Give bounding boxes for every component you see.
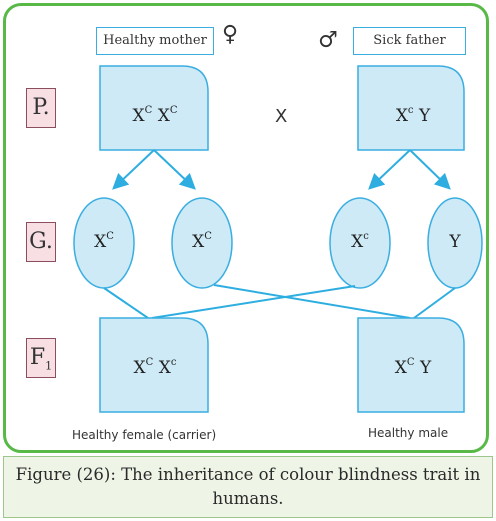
generation-f1-label: F1 [26, 338, 56, 378]
gamete-3-genotype: Xc [351, 231, 369, 252]
arrow-father-to-gamete-3 [368, 149, 411, 190]
male-symbol-icon: ♂ [318, 28, 338, 53]
male-offspring-box [357, 317, 465, 413]
cross-sign: X [275, 106, 288, 127]
line-gamete-4-to-male [413, 287, 456, 319]
line-gamete-2-to-male [213, 284, 411, 319]
healthy-male-label: Healthy male [368, 426, 449, 440]
female-offspring-box [99, 317, 209, 413]
healthy-female-carrier-label: Healthy female (carrier) [72, 428, 217, 442]
sick-father-label: Sick father [353, 27, 466, 55]
mother-genotype-box [99, 65, 209, 151]
gamete-2-ellipse [171, 197, 233, 289]
caption-line-2: humans. [212, 489, 284, 508]
female-offspring-genotype: XC Xc [133, 357, 177, 378]
arrow-father-to-gamete-4 [409, 149, 451, 190]
generation-p-label: P. [26, 88, 56, 128]
male-offspring-genotype: XC Y [394, 357, 432, 378]
caption-line-1: Figure (26): The inheritance of colour b… [15, 465, 481, 484]
arrow-mother-to-gamete-1 [112, 149, 155, 190]
figure-caption: Figure (26): The inheritance of colour b… [3, 456, 493, 518]
generation-g-label: G. [26, 222, 56, 262]
healthy-mother-label: Healthy mother [96, 27, 214, 55]
gamete-1-genotype: XC [94, 231, 114, 252]
father-genotype-box [357, 65, 465, 151]
mother-genotype: XC XC [132, 105, 178, 126]
arrow-mother-to-gamete-2 [153, 149, 196, 190]
gamete-2-genotype: XC [192, 231, 212, 252]
gamete-3-ellipse [329, 197, 391, 289]
female-symbol-icon: ♀ [222, 22, 239, 47]
father-genotype: Xc Y [395, 105, 431, 126]
line-gamete-1-to-female [103, 287, 149, 319]
gamete-4-genotype: Y [449, 232, 461, 252]
line-gamete-3-to-female [151, 285, 356, 319]
